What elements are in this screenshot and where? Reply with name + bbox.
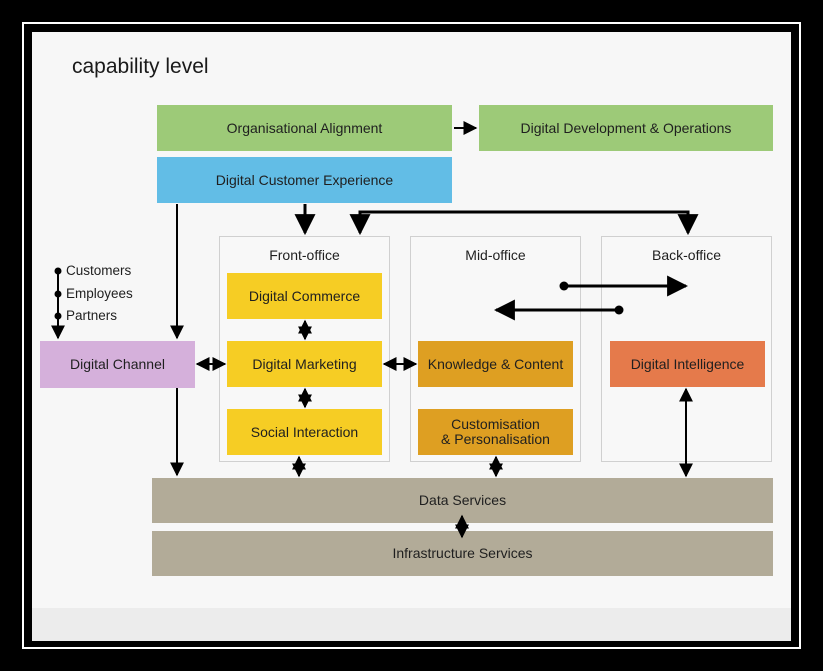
customisation-line-2: & Personalisation [441,431,550,447]
organisational-alignment-box: Organisational Alignment [157,105,452,151]
arrow-front-back-bracket [349,210,699,236]
bottom-strip [32,608,791,641]
stakeholder-customers: Customers [66,263,132,278]
digital-channel-box: Digital Channel [40,341,195,388]
back-office-label: Back-office [652,247,721,263]
social-interaction-box: Social Interaction [227,409,382,455]
stakeholder-partners: Partners [66,308,118,323]
stakeholder-dot-employees [54,290,62,298]
dot-mid-to-back [559,281,569,291]
digital-commerce-box: Digital Commerce [227,273,382,319]
stakeholder-dot-partners [54,312,62,320]
stakeholder-dot-customers [54,267,62,275]
customisation-personalisation-box: Customisation & Personalisation [418,409,573,455]
digital-marketing-box: Digital Marketing [227,341,382,387]
digital-intelligence-box: Digital Intelligence [610,341,765,387]
stakeholder-employees: Employees [66,286,133,301]
dot-back-to-mid [614,305,624,315]
customisation-line-1: Customisation [451,416,540,432]
page-title: capability level [72,55,209,78]
inner-border [22,22,801,649]
digital-customer-experience-box: Digital Customer Experience [157,157,452,203]
digital-development-operations-box: Digital Development & Operations [479,105,773,151]
knowledge-content-box: Knowledge & Content [418,341,573,387]
infrastructure-services-box: Infrastructure Services [152,531,773,576]
mid-office-label: Mid-office [465,247,526,263]
front-office-label: Front-office [269,247,340,263]
